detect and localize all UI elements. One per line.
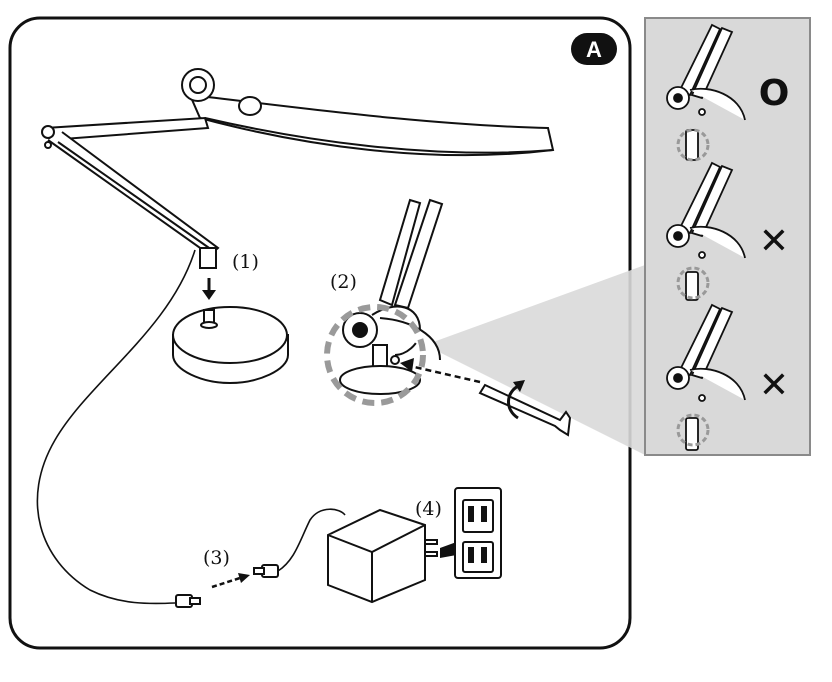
down-arrow-icon [202, 278, 216, 300]
wall-outlet-icon [454, 487, 502, 579]
badge-a: A [571, 33, 617, 65]
inset-row-correct [666, 23, 746, 162]
connect-arrow-icon [211, 573, 250, 589]
step-label-1: (1) [232, 251, 259, 273]
inset-mark-wrong-2: ✕ [759, 365, 789, 406]
callout-wedge [425, 265, 645, 455]
highlight-ring [324, 304, 426, 406]
insert-arrow-icon [400, 358, 481, 384]
inset-mark-correct: O [759, 73, 790, 114]
adapter-cable [277, 508, 346, 572]
ac-adapter-icon [327, 508, 438, 604]
inset-mark-wrong-1: ✕ [759, 221, 789, 262]
rotate-arrow-icon [507, 380, 525, 420]
badge-letter: A [586, 37, 602, 62]
step-label-4: (4) [415, 498, 442, 520]
plug-connector-icon [175, 564, 279, 608]
step-label-3: (3) [203, 547, 230, 569]
lamp-base-icon [172, 306, 289, 385]
inset-row-wrong-1 [666, 161, 746, 301]
step-label-2: (2) [330, 271, 357, 293]
hex-key-icon [478, 383, 572, 437]
inset-row-wrong-2 [666, 303, 746, 451]
desk-lamp-icon [36, 68, 555, 605]
